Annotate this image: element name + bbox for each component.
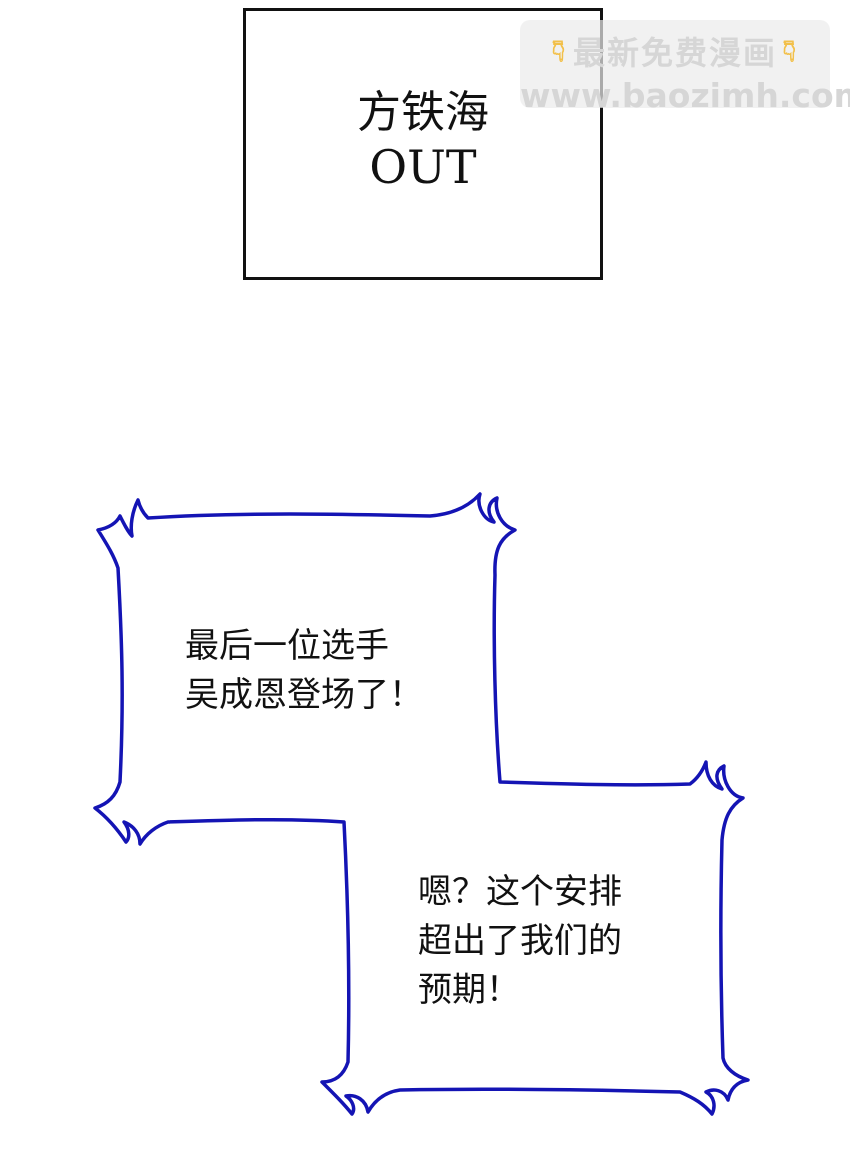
caption-line-1: 方铁海 <box>357 87 489 138</box>
speech-bubble-upper-text: 最后一位选手 吴成恩登场了！ <box>185 622 423 720</box>
bubble-lower-line-3: 预期！ <box>418 970 520 1010</box>
pointing-down-hand-icon: 👇︎ <box>783 33 798 69</box>
watermark-title-row: 👇︎ 最新免费漫画 👇︎ <box>520 28 830 74</box>
bubble-lower-line-1: 嗯？这个安排 <box>418 872 622 912</box>
watermark-title: 最新免费漫画 <box>572 34 777 72</box>
speech-bubble-lower-text: 嗯？这个安排 超出了我们的 预期！ <box>418 868 622 1015</box>
pointing-down-hand-icon: 👇︎ <box>552 33 567 69</box>
caption-line-2: OUT <box>369 139 477 194</box>
bubble-upper-line-2: 吴成恩登场了！ <box>185 675 423 715</box>
bubble-upper-line-1: 最后一位选手 <box>185 626 389 666</box>
bubble-lower-line-2: 超出了我们的 <box>418 921 622 961</box>
speech-bubble-upper <box>93 492 750 1116</box>
site-watermark: 👇︎ 最新免费漫画 👇︎ www.baozimh.com <box>520 20 850 115</box>
watermark-url: www.baozimh.com <box>520 76 850 115</box>
